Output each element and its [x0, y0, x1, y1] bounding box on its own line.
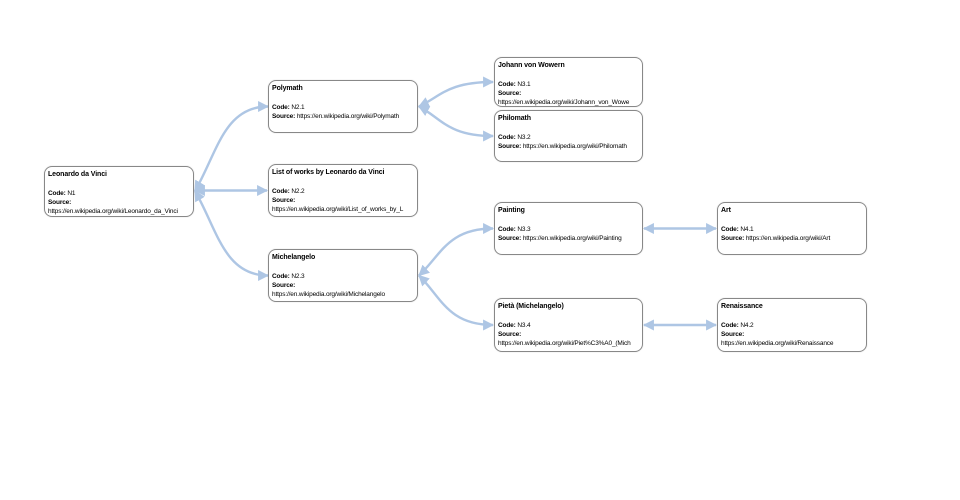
code-value: N3.2 — [517, 134, 531, 141]
source-row: Source: https://en.wikipedia.org/wiki/Pa… — [498, 234, 642, 243]
code-label: Code: — [721, 226, 739, 233]
code-row: Code: N2.2 — [272, 187, 417, 196]
source-url[interactable]: https://en.wikipedia.org/wiki/Philomath — [522, 143, 627, 150]
node-list-of-works[interactable]: List of works by Leonardo da Vinci Code:… — [268, 164, 418, 217]
node-title: Renaissance — [721, 303, 763, 310]
code-value: N2.1 — [291, 104, 305, 111]
code-value: N1 — [67, 190, 76, 197]
code-value: N4.2 — [740, 322, 754, 329]
code-row: Code: N3.3 — [498, 225, 642, 234]
edge-n1-n2.1 — [193, 100, 270, 192]
node-painting[interactable]: Painting Code: N3.3 Source: https://en.w… — [494, 202, 643, 255]
code-value: N3.1 — [517, 81, 531, 88]
source-label: Source: — [721, 235, 745, 242]
code-row: Code: N2.3 — [272, 272, 417, 281]
code-value: N3.4 — [517, 322, 531, 329]
node-title: Pietà (Michelangelo) — [498, 303, 564, 310]
code-row: Code: N2.1 — [272, 103, 417, 112]
code-label: Code: — [272, 188, 290, 195]
source-url[interactable]: https://en.wikipedia.org/wiki/Art — [745, 235, 831, 242]
source-row: Source: https://en.wikipedia.org/wiki/Mi… — [272, 281, 417, 299]
source-row: Source: https://en.wikipedia.org/wiki/Li… — [272, 196, 417, 214]
source-url[interactable]: https://en.wikipedia.org/wiki/Renaissanc… — [721, 340, 834, 347]
code-label: Code: — [721, 322, 739, 329]
code-row: Code: N4.2 — [721, 321, 866, 330]
code-value: N4.1 — [740, 226, 754, 233]
node-title: List of works by Leonardo da Vinci — [272, 169, 385, 176]
source-url[interactable]: https://en.wikipedia.org/wiki/Polymath — [296, 113, 400, 120]
node-title: Polymath — [272, 85, 303, 92]
source-label: Source: — [498, 90, 522, 97]
code-label: Code: — [498, 134, 516, 141]
code-row: Code: N1 — [48, 189, 193, 198]
node-polymath[interactable]: Polymath Code: N2.1 Source: https://en.w… — [268, 80, 418, 133]
node-philomath[interactable]: Philomath Code: N3.2 Source: https://en.… — [494, 110, 643, 162]
source-label: Source: — [498, 331, 522, 338]
node-title: Michelangelo — [272, 254, 316, 261]
edge-n2.3-n3.4 — [418, 274, 495, 331]
node-title: Art — [721, 207, 731, 214]
edge-n2.3-n3.3 — [418, 222, 495, 277]
node-title: Painting — [498, 207, 525, 214]
node-pieta-michelangelo[interactable]: Pietà (Michelangelo) Code: N3.4 Source: … — [494, 298, 643, 352]
node-title: Johann von Wowern — [498, 62, 565, 69]
source-label: Source: — [272, 197, 296, 204]
code-label: Code: — [272, 104, 290, 111]
node-johann-von-wowern[interactable]: Johann von Wowern Code: N3.1 Source: htt… — [494, 57, 643, 107]
node-renaissance[interactable]: Renaissance Code: N4.2 Source: https://e… — [717, 298, 867, 352]
code-label: Code: — [498, 322, 516, 329]
source-row: Source: https://en.wikipedia.org/wiki/Po… — [272, 112, 417, 121]
edge-n2.1-n3.2 — [418, 105, 495, 142]
source-label: Source: — [498, 235, 522, 242]
node-michelangelo[interactable]: Michelangelo Code: N2.3 Source: https://… — [268, 249, 418, 302]
source-label: Source: — [272, 113, 296, 120]
source-url[interactable]: https://en.wikipedia.org/wiki/Piet%C3%A0… — [498, 340, 631, 347]
source-row: Source: https://en.wikipedia.org/wiki/Le… — [48, 198, 193, 216]
code-label: Code: — [48, 190, 66, 197]
source-url[interactable]: https://en.wikipedia.org/wiki/Painting — [522, 235, 622, 242]
edge-n2.1-n3.1 — [418, 76, 495, 108]
source-url[interactable]: https://en.wikipedia.org/wiki/Johann_von… — [498, 99, 630, 106]
source-label: Source: — [498, 143, 522, 150]
code-row: Code: N4.1 — [721, 225, 866, 234]
code-row: Code: N3.2 — [498, 133, 642, 142]
code-row: Code: N3.4 — [498, 321, 642, 330]
source-row: Source: https://en.wikipedia.org/wiki/Pi… — [498, 330, 642, 348]
node-art[interactable]: Art Code: N4.1 Source: https://en.wikipe… — [717, 202, 867, 255]
source-url[interactable]: https://en.wikipedia.org/wiki/Leonardo_d… — [48, 208, 178, 215]
code-row: Code: N3.1 — [498, 80, 642, 89]
code-value: N2.3 — [291, 273, 305, 280]
code-value: N3.3 — [517, 226, 531, 233]
code-label: Code: — [272, 273, 290, 280]
code-label: Code: — [498, 81, 516, 88]
source-row: Source: https://en.wikipedia.org/wiki/Re… — [721, 330, 866, 348]
node-title: Leonardo da Vinci — [48, 171, 107, 178]
code-label: Code: — [498, 226, 516, 233]
source-row: Source: https://en.wikipedia.org/wiki/Ph… — [498, 142, 642, 151]
source-url[interactable]: https://en.wikipedia.org/wiki/List_of_wo… — [272, 206, 404, 213]
source-label: Source: — [48, 199, 72, 206]
source-label: Source: — [721, 331, 745, 338]
edge-n1-n2.3 — [193, 190, 270, 282]
code-value: N2.2 — [291, 188, 305, 195]
source-row: Source: https://en.wikipedia.org/wiki/Ar… — [721, 234, 866, 243]
source-url[interactable]: https://en.wikipedia.org/wiki/Michelange… — [272, 291, 385, 298]
source-label: Source: — [272, 282, 296, 289]
source-row: Source: https://en.wikipedia.org/wiki/Jo… — [498, 89, 642, 106]
node-leonardo-da-vinci[interactable]: Leonardo da Vinci Code: N1 Source: https… — [44, 166, 194, 217]
node-title: Philomath — [498, 115, 531, 122]
